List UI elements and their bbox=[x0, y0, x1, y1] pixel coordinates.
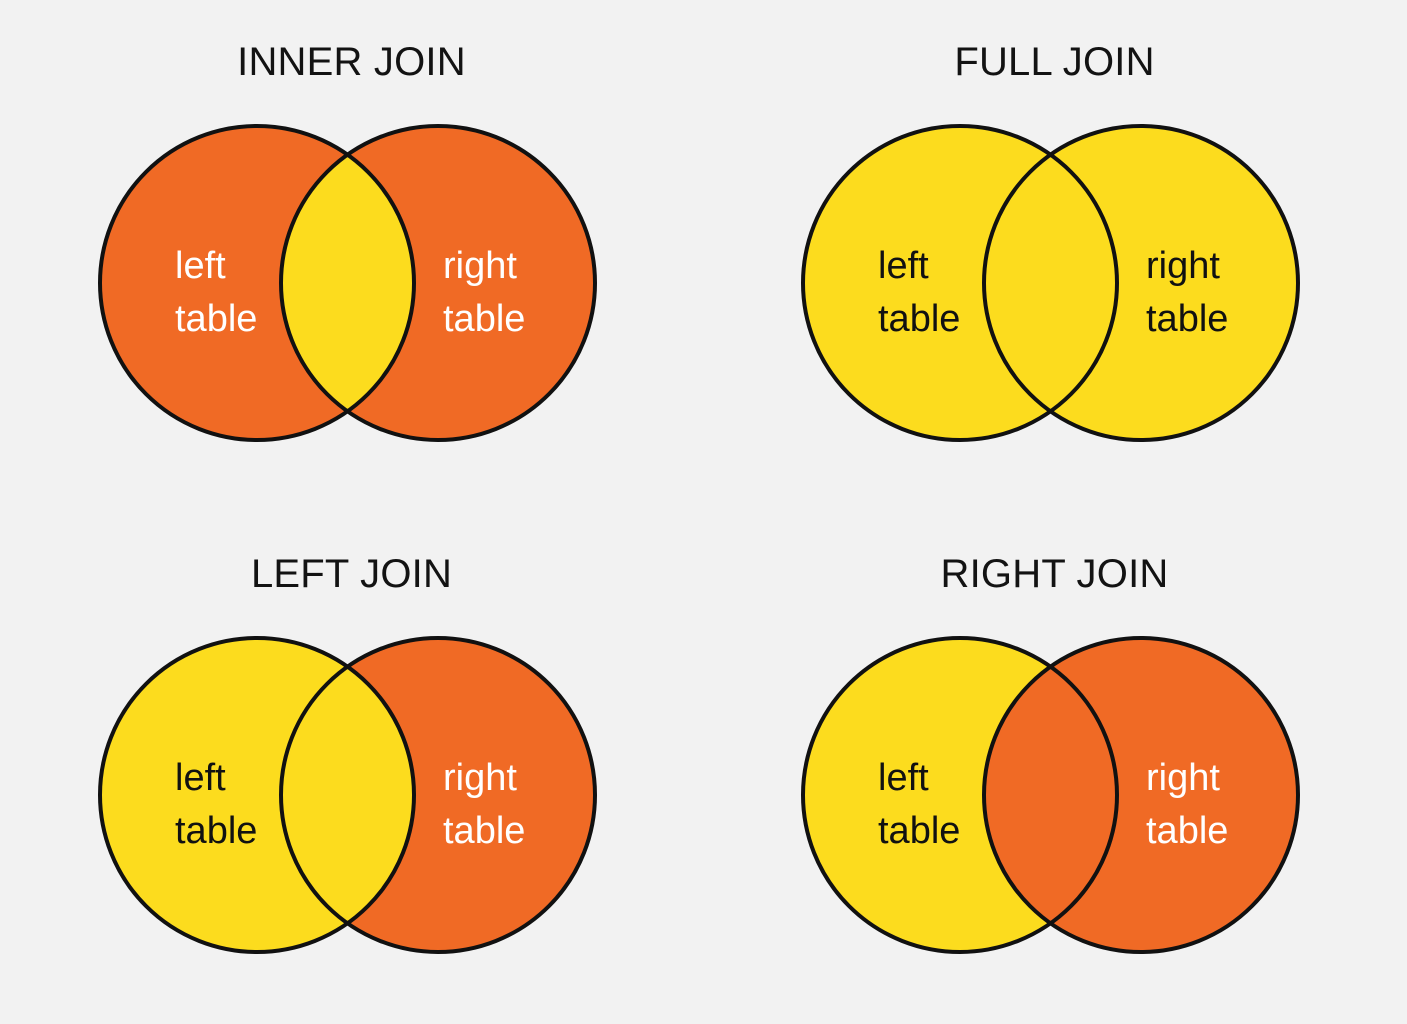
right-table-label: right table bbox=[443, 245, 525, 340]
right-circle-outline bbox=[982, 636, 1300, 954]
right-table-label-line2: table bbox=[443, 298, 525, 340]
venn-diagram: left table right table bbox=[801, 636, 1300, 954]
right-table-label-line1: right bbox=[1146, 757, 1220, 799]
left-table-label-line2: table bbox=[878, 810, 960, 852]
right-table-label-line2: table bbox=[443, 810, 525, 852]
join-panel-full-join: FULL JOIN left table right table bbox=[703, 0, 1406, 512]
intersection-region bbox=[281, 638, 414, 952]
right-circle-outline bbox=[279, 636, 597, 954]
right-table-label: right table bbox=[1146, 757, 1228, 852]
left-table-label-line2: table bbox=[175, 810, 257, 852]
intersection-region bbox=[281, 126, 414, 440]
right-table-label-line2: table bbox=[1146, 298, 1228, 340]
join-panel-left-join: LEFT JOIN left table right table bbox=[0, 512, 703, 1024]
intersection-region bbox=[984, 126, 1117, 440]
right-circle-outline bbox=[982, 124, 1300, 442]
left-table-label: left table bbox=[175, 245, 257, 340]
venn-diagram: left table right table bbox=[801, 124, 1300, 442]
left-table-label: left table bbox=[878, 245, 960, 340]
intersection-region bbox=[984, 638, 1117, 952]
right-table-label-line1: right bbox=[1146, 245, 1220, 287]
join-panel-inner-join: INNER JOIN left table right table bbox=[0, 0, 703, 512]
right-table-label: right table bbox=[443, 757, 525, 852]
right-table-label: right table bbox=[1146, 245, 1228, 340]
join-title-full-join: FULL JOIN bbox=[954, 40, 1155, 84]
right-table-label-line1: right bbox=[443, 757, 517, 799]
join-panel-right-join: RIGHT JOIN left table right table bbox=[703, 512, 1406, 1024]
venn-diagram: left table right table bbox=[98, 636, 597, 954]
venn-wrap-full-join: left table right table bbox=[703, 113, 1406, 463]
left-table-label-line2: table bbox=[175, 298, 257, 340]
left-circle-outline bbox=[801, 636, 1119, 954]
left-circle-outline bbox=[801, 124, 1119, 442]
left-table-label: left table bbox=[175, 757, 257, 852]
left-circle-outline bbox=[98, 636, 416, 954]
left-table-label: left table bbox=[878, 757, 960, 852]
join-title-right-join: RIGHT JOIN bbox=[940, 552, 1169, 596]
venn-diagram: left table right table bbox=[98, 124, 597, 442]
join-title-inner-join: INNER JOIN bbox=[237, 40, 466, 84]
right-circle-outline bbox=[279, 124, 597, 442]
left-table-label-line1: left bbox=[878, 757, 929, 799]
left-table-label-line1: left bbox=[175, 245, 226, 287]
venn-wrap-left-join: left table right table bbox=[0, 625, 703, 975]
left-circle-outline bbox=[98, 124, 416, 442]
left-table-label-line1: left bbox=[175, 757, 226, 799]
right-table-label-line1: right bbox=[443, 245, 517, 287]
venn-wrap-inner-join: left table right table bbox=[0, 113, 703, 463]
right-table-label-line2: table bbox=[1146, 810, 1228, 852]
venn-wrap-right-join: left table right table bbox=[703, 625, 1406, 975]
left-table-label-line1: left bbox=[878, 245, 929, 287]
join-title-left-join: LEFT JOIN bbox=[250, 552, 453, 596]
left-table-label-line2: table bbox=[878, 298, 960, 340]
